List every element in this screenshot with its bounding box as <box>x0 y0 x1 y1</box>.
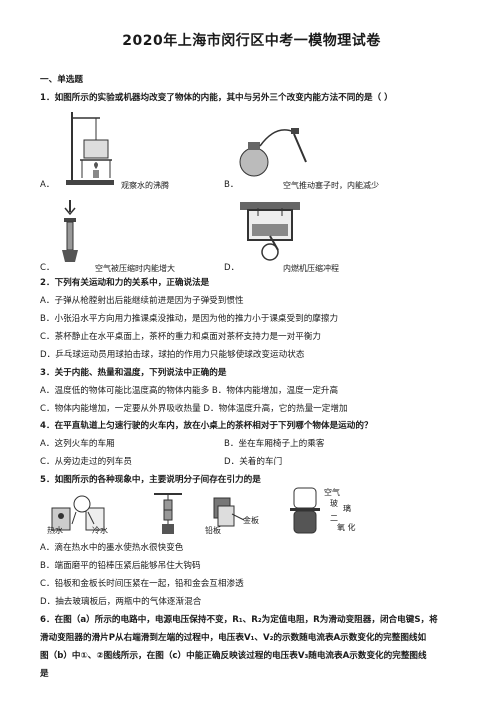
q4-option-a: A．这列火车的车厢 <box>40 439 115 449</box>
q5-stem: 5．如图所示的各种现象中，主要说明分子间存在引力的是 <box>40 475 261 485</box>
q3-stem: 3．关于内能、热量和温度，下列说法中正确的是 <box>40 368 227 378</box>
air-compression-figure <box>62 200 78 262</box>
q1-option-b-letter: B． <box>224 180 239 190</box>
lead-rods-figure <box>154 493 182 534</box>
q2-option-b: B．小张沿水平方向用力推课桌没推动，是因为他的推力小于课桌受到的摩擦力 <box>40 314 339 324</box>
glass-label-1: 玻 <box>330 499 338 508</box>
section-heading: 一、单选题 <box>40 75 83 85</box>
q5-option-c: C．铅板和金板长时间压紧在一起，铅和金会互相渗透 <box>40 579 244 589</box>
boiling-water-figure <box>66 112 114 185</box>
q4-option-b: B．坐在车厢椅子上的乘客 <box>224 439 325 449</box>
q1-option-d-caption: 内燃机压缩冲程 <box>283 264 339 273</box>
no2-label-1: 二 <box>330 514 338 523</box>
q6-line-4: 是 <box>40 669 49 679</box>
air-label: 空气 <box>324 488 340 497</box>
ink-water-figure <box>51 495 105 531</box>
q2-option-c: C．茶杯静止在水平桌面上，茶杯的重力和桌面对茶杯支持力是一对平衡力 <box>40 332 322 342</box>
q6-line-1: 6．在图（a）所示的电路中，电源电压保持不变，R₁、R₂为定值电阻，R为滑动变阻… <box>40 615 438 625</box>
q3-options-cd: C．物体内能增加，一定要从外界吸收热量 D．物体温度升高，它的热量一定增加 <box>40 404 348 414</box>
q4-stem: 4．在平直轨道上匀速行驶的火车内，放在小桌上的茶杯相对于下列哪个物体是运动的？ <box>40 421 373 431</box>
lead-gold-figure <box>213 497 245 527</box>
q1-stem: 1．如图所示的实验或机器均改变了物体的内能，其中与另外三个改变内能方法不同的是（… <box>40 93 393 103</box>
q4-option-c: C．从旁边走过的列车员 <box>40 457 132 467</box>
q1-option-d-letter: D． <box>224 263 240 273</box>
q1-option-a-letter: A． <box>40 180 55 190</box>
q2-stem: 2．下列有关运动和力的关系中，正确说法是 <box>40 278 210 288</box>
q4-option-d: D．关着的车门 <box>224 457 283 467</box>
cold-water-label: 冷水 <box>92 526 108 535</box>
q1-option-a-caption: 观察水的沸腾 <box>121 181 169 190</box>
q5-option-a: A．滴在热水中的墨水使热水很快变色 <box>40 543 184 553</box>
lead-plate-label: 铅板 <box>205 526 221 535</box>
gold-plate-label: 金板 <box>243 516 259 525</box>
q6-line-2: 滑动变阻器的滑片P从右端滑到左端的过程中，电压表V₁、V₂的示数随电流表A示数变… <box>40 633 427 643</box>
stopper-tube-figure <box>239 128 307 177</box>
q1-option-c-caption: 空气被压缩时内能增大 <box>95 264 175 273</box>
glass-label-2: 璃 <box>343 504 351 513</box>
q5-option-b: B．端面磨平的铅棒压紧后能够吊住大钩码 <box>40 561 201 571</box>
q2-option-a: A．子弹从枪膛射出后能继续前进是因为子弹受到惯性 <box>40 296 244 306</box>
q1-option-c-letter: C． <box>40 263 55 273</box>
page-title: 2020年上海市闵行区中考一模物理试卷 <box>122 33 381 49</box>
engine-compression-figure <box>240 202 300 261</box>
q3-options-ab: A．温度低的物体可能比温度高的物体内能多 B．物体内能增加，温度一定升高 <box>40 386 339 396</box>
hot-water-label: 热水 <box>47 526 63 535</box>
q5-option-d: D．抽去玻璃板后，两瓶中的气体逐渐混合 <box>40 597 202 607</box>
no2-label-2: 氧 化 <box>337 523 356 532</box>
q6-line-3: 图（b）中①、②图线所示，在图（c）中能正确反映该过程的电压表V₃随电流表A示数… <box>40 651 427 661</box>
q2-option-d: D．乒乓球运动员用球拍击球，球拍的作用力只能够使球改变运动状态 <box>40 350 305 360</box>
q1-option-b-caption: 空气推动塞子时，内能减少 <box>283 181 379 190</box>
gas-bottles-figure <box>290 487 320 534</box>
